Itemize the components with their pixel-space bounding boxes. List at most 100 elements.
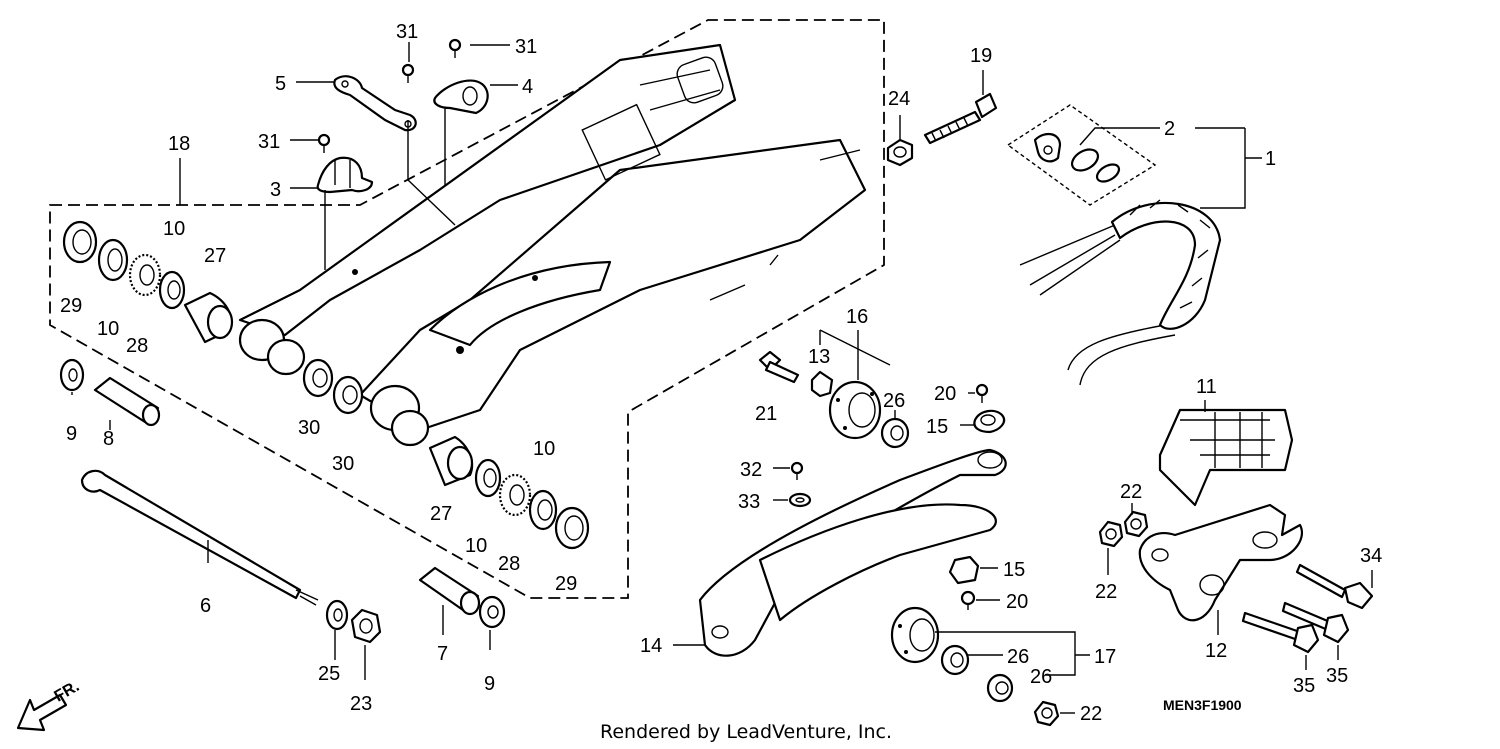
callout-22-b[interactable]: 22 xyxy=(1095,581,1117,603)
callout-4[interactable]: 4 xyxy=(522,76,533,98)
callout-15-a[interactable]: 15 xyxy=(926,416,948,438)
chain-guide-slider-11[interactable] xyxy=(1158,408,1294,507)
pivot-bolt-19[interactable] xyxy=(923,92,998,145)
callout-20-b[interactable]: 20 xyxy=(1006,591,1028,613)
collar-7[interactable] xyxy=(418,566,481,616)
nut-22-a[interactable] xyxy=(1098,520,1124,548)
callout-27-a[interactable]: 27 xyxy=(204,245,226,267)
callout-31-c[interactable]: 31 xyxy=(258,131,280,153)
callout-26-a[interactable]: 26 xyxy=(883,390,905,412)
bolt-31-b[interactable] xyxy=(448,38,462,58)
callout-13[interactable]: 13 xyxy=(808,346,830,368)
bolt-20-a[interactable] xyxy=(975,383,989,403)
thrust-washer-10-right-inner[interactable] xyxy=(474,458,502,498)
callout-7[interactable]: 7 xyxy=(437,643,448,665)
thrust-washer-10-right-outer[interactable] xyxy=(528,489,558,531)
callout-24[interactable]: 24 xyxy=(888,88,910,110)
bolt-35-b[interactable] xyxy=(1281,601,1350,644)
callout-30-b[interactable]: 30 xyxy=(332,453,354,475)
bolt-31-c[interactable] xyxy=(317,133,331,153)
chain-master-link[interactable] xyxy=(1006,104,1157,206)
bearing-26-a[interactable] xyxy=(880,417,910,449)
callout-35-a[interactable]: 35 xyxy=(1293,675,1315,697)
callout-28-a[interactable]: 28 xyxy=(126,335,148,357)
collar-9-left[interactable] xyxy=(59,358,85,392)
pivot-shaft-6[interactable] xyxy=(80,469,319,606)
chain-slider-14[interactable] xyxy=(698,448,1007,657)
callout-14[interactable]: 14 xyxy=(640,635,662,657)
roller-17[interactable] xyxy=(890,606,940,664)
nut-22-c[interactable] xyxy=(1033,700,1060,727)
nut-23[interactable] xyxy=(350,608,382,644)
callout-17[interactable]: 17 xyxy=(1094,646,1116,668)
callout-8[interactable]: 8 xyxy=(103,428,114,450)
chain-guard-clamp-5[interactable] xyxy=(333,75,417,132)
callout-22-a[interactable]: 22 xyxy=(1120,481,1142,503)
callout-26-c[interactable]: 26 xyxy=(1030,666,1052,688)
callout-32[interactable]: 32 xyxy=(740,459,762,481)
needle-bearing-27-left[interactable] xyxy=(183,291,234,344)
callout-29-b[interactable]: 29 xyxy=(555,573,577,595)
callout-1[interactable]: 1 xyxy=(1265,148,1276,170)
callout-21[interactable]: 21 xyxy=(755,403,777,425)
callout-9-a[interactable]: 9 xyxy=(66,423,77,445)
callout-30-a[interactable]: 30 xyxy=(298,417,320,439)
callout-5[interactable]: 5 xyxy=(275,73,286,95)
bearing-26-b[interactable] xyxy=(940,644,970,676)
collar-9-right[interactable] xyxy=(478,595,506,629)
callout-19[interactable]: 19 xyxy=(970,45,992,67)
bolt-20-b[interactable] xyxy=(960,590,976,610)
callout-2[interactable]: 2 xyxy=(1164,118,1175,140)
callout-6[interactable]: 6 xyxy=(200,595,211,617)
hose-clamp-4[interactable] xyxy=(433,79,489,115)
callout-10-d[interactable]: 10 xyxy=(465,535,487,557)
callout-26-b[interactable]: 26 xyxy=(1007,646,1029,668)
callout-10-b[interactable]: 10 xyxy=(97,318,119,340)
bolt-21[interactable] xyxy=(758,350,800,384)
callout-10-a[interactable]: 10 xyxy=(163,218,185,240)
bearing-30-b[interactable] xyxy=(332,375,364,415)
roller-16[interactable] xyxy=(828,380,882,440)
nut-24[interactable] xyxy=(886,138,914,167)
callout-31-b[interactable]: 31 xyxy=(515,36,537,58)
collar-8[interactable] xyxy=(93,376,161,427)
hose-clamp-3[interactable] xyxy=(316,156,374,194)
dust-seal-29-right[interactable] xyxy=(554,506,590,550)
callout-12[interactable]: 12 xyxy=(1205,640,1227,662)
rubber-15-b[interactable] xyxy=(948,555,980,585)
callout-22-c[interactable]: 22 xyxy=(1080,703,1102,725)
callout-29-a[interactable]: 29 xyxy=(60,295,82,317)
needle-bearing-28-left[interactable] xyxy=(128,253,162,297)
thrust-washer-10-left-outer[interactable] xyxy=(97,238,129,282)
callout-11[interactable]: 11 xyxy=(1196,376,1217,398)
bolt-35-a[interactable] xyxy=(1241,611,1320,654)
callout-18[interactable]: 18 xyxy=(168,133,190,155)
bearing-26-c[interactable] xyxy=(986,673,1014,703)
callout-33[interactable]: 33 xyxy=(738,491,760,513)
chain-guide-12[interactable] xyxy=(1138,503,1303,622)
callout-25[interactable]: 25 xyxy=(318,663,340,685)
collar-13[interactable] xyxy=(810,370,834,398)
callout-9-b[interactable]: 9 xyxy=(484,673,495,695)
callout-28-b[interactable]: 28 xyxy=(498,553,520,575)
callout-10-c[interactable]: 10 xyxy=(533,438,555,460)
callout-35-b[interactable]: 35 xyxy=(1326,665,1348,687)
bearing-30-a[interactable] xyxy=(302,358,334,398)
bolt-32[interactable] xyxy=(790,461,804,480)
bolt-34[interactable] xyxy=(1295,563,1374,610)
needle-bearing-27-right[interactable] xyxy=(428,435,474,487)
bolt-31-a[interactable] xyxy=(401,63,415,83)
thrust-washer-10-left-inner[interactable] xyxy=(158,270,186,310)
callout-23[interactable]: 23 xyxy=(350,693,372,715)
callout-34[interactable]: 34 xyxy=(1360,545,1382,567)
callout-15-b[interactable]: 15 xyxy=(1003,559,1025,581)
callout-16[interactable]: 16 xyxy=(846,306,868,328)
callout-27-b[interactable]: 27 xyxy=(430,503,452,525)
swingarm[interactable] xyxy=(238,43,867,447)
washer-33[interactable] xyxy=(788,492,812,508)
dust-seal-29-left[interactable] xyxy=(62,220,98,264)
drive-chain[interactable] xyxy=(1019,199,1222,386)
callout-20-a[interactable]: 20 xyxy=(934,383,956,405)
callout-3[interactable]: 3 xyxy=(270,179,281,201)
rubber-15-a[interactable] xyxy=(973,409,1006,434)
